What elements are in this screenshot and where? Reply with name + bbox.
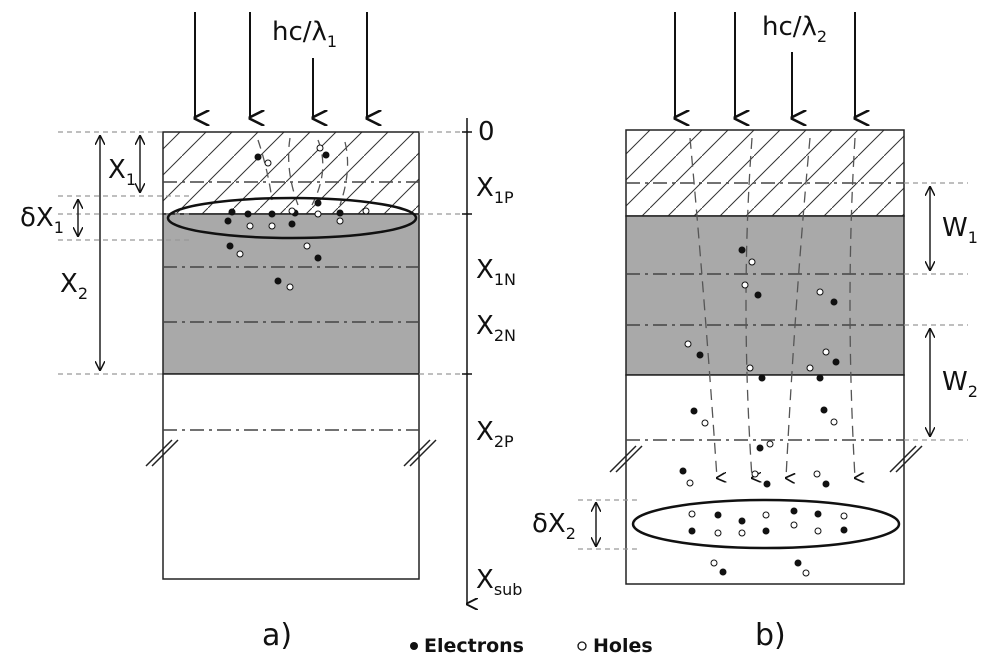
dimension-arrows-b xyxy=(596,187,930,546)
panel-label-b: b) xyxy=(755,618,786,653)
legend: Electrons Holes xyxy=(410,635,653,657)
photon-paths-b xyxy=(689,137,855,478)
shaded-region-b xyxy=(625,215,905,376)
break-marks-a xyxy=(145,439,437,467)
dimension-arrows-a xyxy=(78,136,140,370)
hatched-layer-b xyxy=(625,129,905,217)
substrate-b xyxy=(625,374,905,585)
photon-label-b: hc/λ2 xyxy=(762,12,827,46)
depth-label-x2n: X2N xyxy=(476,311,516,345)
depth-label-x1p: X1P xyxy=(476,173,514,207)
depth-axis: 0 X1P X1N X2N X2P Xsub xyxy=(462,117,522,604)
generation-region-b xyxy=(631,498,901,550)
label-x1: X1 xyxy=(108,155,136,189)
shaded-region-a xyxy=(162,213,420,375)
substrate-a xyxy=(162,373,420,580)
junction-lines-a xyxy=(163,181,419,431)
label-w2: W2 xyxy=(942,367,978,401)
guides-b xyxy=(578,182,968,550)
label-dx2: δX2 xyxy=(532,509,576,543)
depth-label-zero: 0 xyxy=(478,117,495,147)
panel-a: hc/λ1 xyxy=(20,12,470,653)
depth-label-x1n: X1N xyxy=(476,255,516,289)
hatched-layer-a xyxy=(162,131,420,215)
panel-label-a: a) xyxy=(262,618,292,653)
label-x2: X2 xyxy=(60,269,88,303)
panel-b: hc/λ2 W1 W2 δX2 xyxy=(532,12,978,653)
carriers-a xyxy=(224,144,370,291)
junction-lines-b xyxy=(626,182,904,441)
legend-electrons: Electrons xyxy=(424,635,524,657)
legend-holes: Holes xyxy=(593,635,653,657)
label-w1: W1 xyxy=(942,213,978,247)
label-dx1: δX1 xyxy=(20,203,64,237)
electron-marker xyxy=(410,642,418,650)
break-marks-b xyxy=(609,445,923,473)
carriers-b xyxy=(679,246,848,577)
generation-region-a xyxy=(166,196,418,240)
depth-label-x2p: X2P xyxy=(476,417,514,451)
photon-arrows-a xyxy=(195,12,367,118)
photon-arrows-b xyxy=(675,12,855,118)
hole-marker xyxy=(577,641,587,651)
photon-label-a: hc/λ1 xyxy=(272,17,337,51)
depth-label-xsub: Xsub xyxy=(476,565,522,599)
